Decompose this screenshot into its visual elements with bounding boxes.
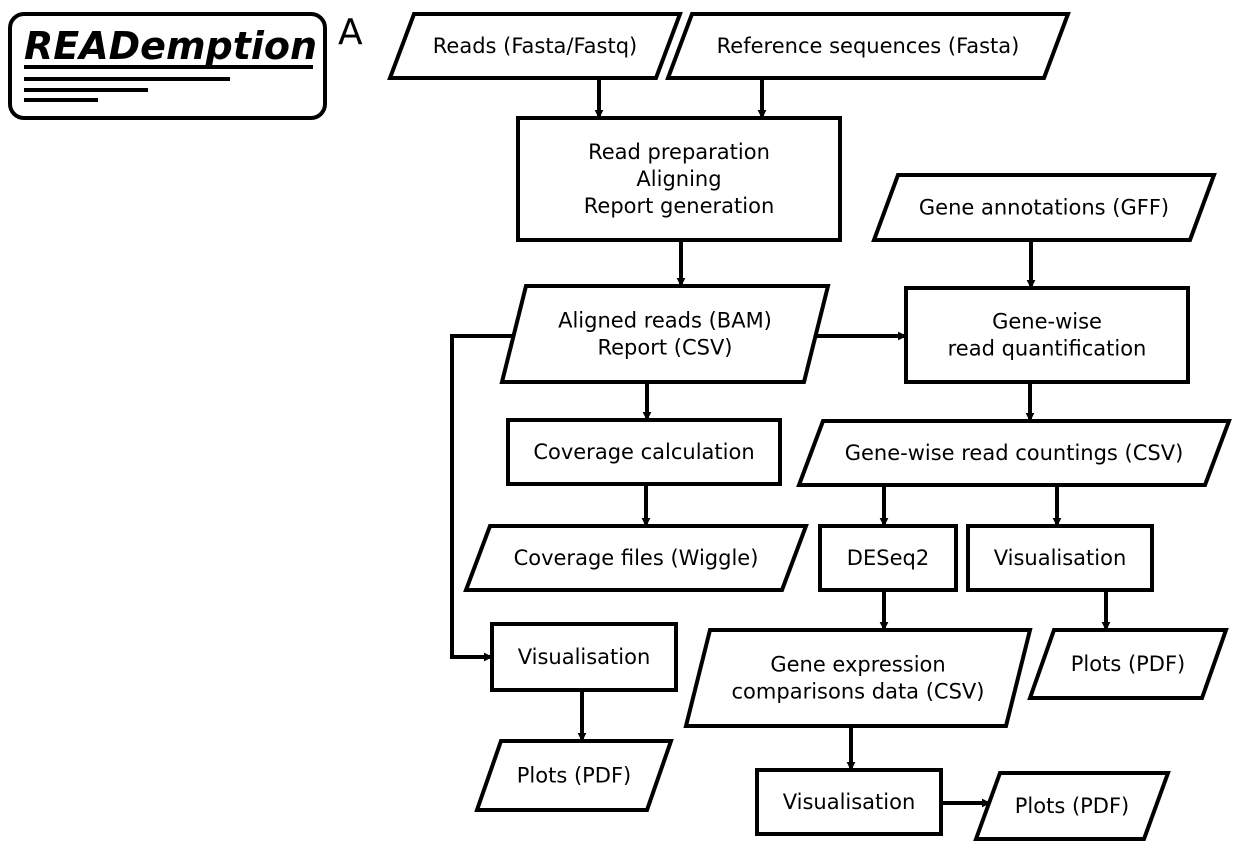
- node-vis-right-shape: [966, 524, 1154, 592]
- node-vis-right: Visualisation: [966, 524, 1154, 592]
- node-label-line: Aligning: [636, 167, 721, 191]
- node-aligned: Aligned reads (BAM) Report (CSV): [499, 284, 831, 384]
- node-vis-left-shape: [490, 622, 678, 692]
- node-coverage-files-shape: [463, 524, 809, 592]
- node-label-line: Coverage files (Wiggle): [514, 546, 759, 570]
- node-counts: Gene-wise read countings (CSV): [796, 419, 1232, 487]
- node-plots-bottom: Plots (PDF): [973, 771, 1171, 841]
- node-coverage-calc: Coverage calculation: [506, 418, 782, 486]
- node-counts-shape: [796, 419, 1232, 487]
- node-gene-expr-shape: [683, 628, 1033, 728]
- edges: [450, 78, 1111, 808]
- logo-text: READemption: [24, 24, 317, 68]
- node-vis-bottom-shape: [755, 768, 943, 836]
- node-coverage-files: Coverage files (Wiggle): [463, 524, 809, 592]
- node-coverage-calc-shape: [506, 418, 782, 486]
- node-label-line: Gene expression: [770, 653, 945, 677]
- readEmption-logo: READemption: [8, 12, 327, 120]
- node-label-line: Read preparation: [588, 140, 770, 164]
- node-plots-bottom-shape: [973, 771, 1171, 841]
- node-plots-right: Plots (PDF): [1027, 628, 1229, 700]
- node-deseq2: DESeq2: [818, 524, 958, 592]
- node-reads: Reads (Fasta/Fastq): [387, 12, 683, 80]
- node-label-line: comparisons data (CSV): [732, 680, 985, 704]
- node-gff: Gene annotations (GFF): [871, 173, 1217, 242]
- node-genewise: Gene-wise read quantification: [904, 286, 1190, 384]
- node-label-line: Gene-wise: [992, 310, 1102, 334]
- node-label-line: read quantification: [948, 337, 1147, 361]
- panel-label: A: [338, 12, 363, 53]
- node-plots-right-shape: [1027, 628, 1229, 700]
- node-reference-shape: [665, 12, 1071, 80]
- node-reference: Reference sequences (Fasta): [665, 12, 1071, 80]
- node-plots-left: Plots (PDF): [474, 739, 674, 812]
- node-prep-shape: [516, 116, 842, 242]
- arrow-aligned-to-vis-left: [450, 334, 515, 662]
- node-vis-bottom: Visualisation: [755, 768, 943, 836]
- node-label-line: Plots (PDF): [517, 764, 632, 788]
- node-label-line: Reference sequences (Fasta): [717, 34, 1020, 58]
- node-label-line: Gene-wise read countings (CSV): [845, 441, 1184, 465]
- node-label-line: Report generation: [584, 194, 775, 218]
- node-label-line: DESeq2: [847, 546, 929, 570]
- nodes: Reads (Fasta/Fastq) Reference sequences (…: [387, 12, 1232, 841]
- node-plots-left-shape: [474, 739, 674, 812]
- node-genewise-shape: [904, 286, 1190, 384]
- node-label-line: Aligned reads (BAM): [558, 309, 772, 333]
- node-deseq2-shape: [818, 524, 958, 592]
- node-label-line: Visualisation: [783, 790, 916, 814]
- node-label-line: Reads (Fasta/Fastq): [433, 34, 637, 58]
- node-label-line: Visualisation: [994, 546, 1127, 570]
- node-gff-shape: [871, 173, 1217, 242]
- node-label-line: Visualisation: [518, 645, 651, 669]
- node-gene-expr: Gene expression comparisons data (CSV): [683, 628, 1033, 728]
- node-label-line: Report (CSV): [597, 336, 732, 360]
- node-label-line: Coverage calculation: [533, 440, 754, 464]
- node-label-line: Plots (PDF): [1015, 794, 1130, 818]
- node-aligned-shape: [499, 284, 831, 384]
- node-label-line: Gene annotations (GFF): [919, 196, 1169, 220]
- node-label-line: Plots (PDF): [1071, 652, 1186, 676]
- node-vis-left: Visualisation: [490, 622, 678, 692]
- node-reads-shape: [387, 12, 683, 80]
